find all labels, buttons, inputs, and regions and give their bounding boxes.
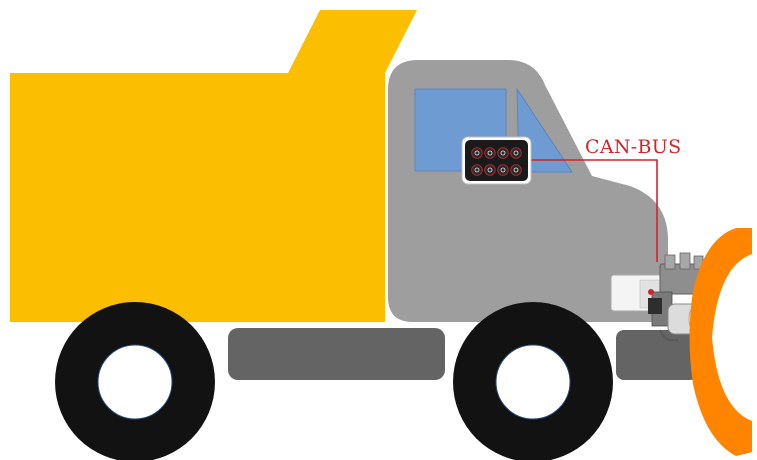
power-icon xyxy=(485,148,496,159)
headlight-icon xyxy=(472,148,483,159)
hpu-solenoid-b xyxy=(680,253,690,269)
plow-up-icon xyxy=(485,165,496,176)
can-bus-label: CAN-BUS xyxy=(585,136,681,158)
step-panel xyxy=(228,328,445,380)
rear-wheel xyxy=(55,302,215,460)
dump-body xyxy=(10,10,417,322)
hpu-relay xyxy=(648,298,662,314)
hpu-red-knob xyxy=(648,289,654,295)
plow-angle-icon xyxy=(498,165,509,176)
flood-light-icon xyxy=(498,148,509,159)
hpu-solenoid-a xyxy=(665,255,675,269)
plow-down-icon xyxy=(511,165,522,176)
front-wheel xyxy=(453,302,613,460)
front-step-panel xyxy=(616,330,698,380)
front-hub xyxy=(496,345,570,419)
work-light-icon xyxy=(511,148,522,159)
keypad-controller xyxy=(462,137,531,184)
wiper-icon xyxy=(472,165,483,176)
rear-hub xyxy=(98,345,172,419)
